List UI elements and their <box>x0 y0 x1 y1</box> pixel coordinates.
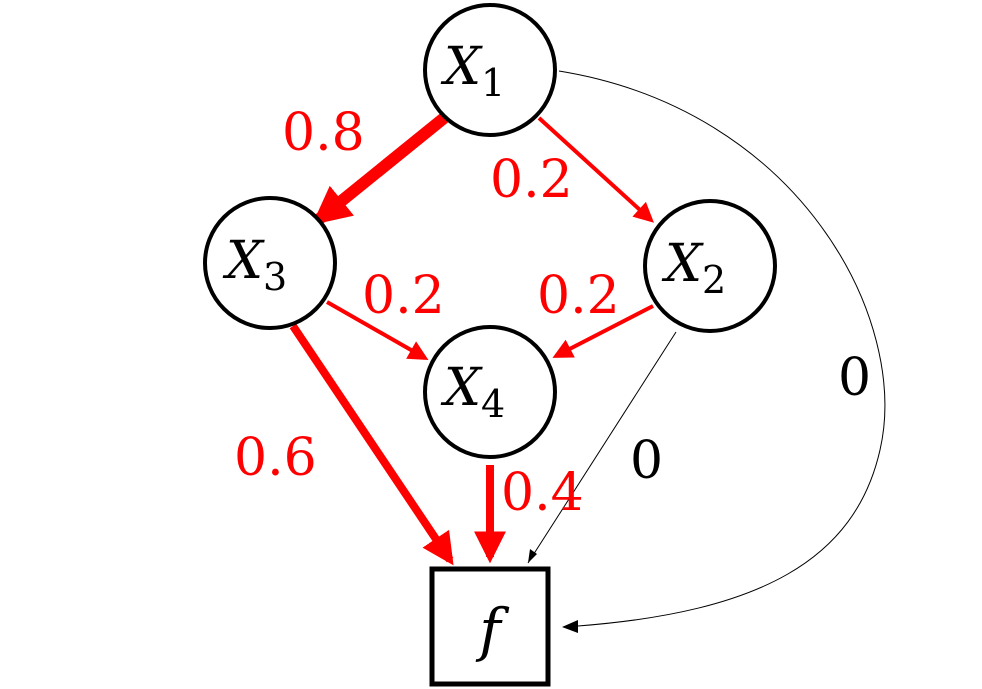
node-x3: X3 <box>203 196 337 330</box>
node-x4: X4 <box>423 325 557 459</box>
edge-label-x2-f: 0 <box>630 431 663 491</box>
edge-label-x2-x4: 0.2 <box>537 266 620 326</box>
svg-text:X4: X4 <box>440 358 505 426</box>
edge-label-x3-x4: 0.2 <box>362 266 445 326</box>
node-x2: X2 <box>643 199 777 333</box>
edge-x3-x4 <box>326 300 429 360</box>
edge-label-x1-x2: 0.2 <box>490 150 573 210</box>
edge-x3-f <box>289 323 454 566</box>
edge-label-x4-f: 0.4 <box>501 463 584 523</box>
node-f: f <box>429 566 551 687</box>
svg-text:X2: X2 <box>661 234 726 302</box>
edge-x1-x2 <box>537 116 654 223</box>
edge-x1-x3 <box>312 112 450 226</box>
svg-text:X1: X1 <box>440 37 505 105</box>
edge-x1-f <box>558 70 886 633</box>
node-x1: X1 <box>423 3 557 137</box>
svg-text:X3: X3 <box>222 231 287 299</box>
edge-x2-f <box>527 331 677 564</box>
edge-x2-x4 <box>552 304 654 358</box>
edge-label-x1-x3: 0.8 <box>282 103 365 163</box>
edge-label-x1-f: 0 <box>838 348 871 408</box>
edge-label-x3-f: 0.6 <box>234 428 317 488</box>
